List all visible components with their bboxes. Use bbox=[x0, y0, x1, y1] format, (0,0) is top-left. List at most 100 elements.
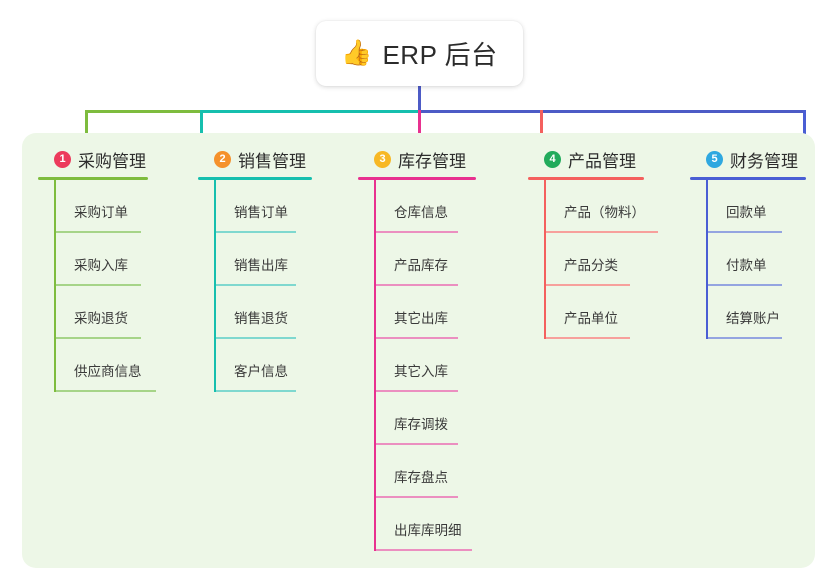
root-node[interactable]: 👍 ERP 后台 bbox=[316, 21, 523, 86]
column-header-purchase-management[interactable]: 1 采购管理 bbox=[38, 147, 198, 171]
list-item-rule bbox=[708, 284, 782, 286]
list-item[interactable]: 回款单 bbox=[690, 180, 839, 233]
list-item-rule bbox=[216, 390, 296, 392]
list-item[interactable]: 结算账户 bbox=[690, 286, 839, 339]
list-item-label: 其它出库 bbox=[394, 311, 448, 326]
list-item-rule bbox=[56, 284, 141, 286]
list-item-rule bbox=[546, 337, 630, 339]
list-item-rule bbox=[376, 549, 472, 551]
column-spine-inventory-management bbox=[374, 180, 376, 551]
column-items-finance-management: 回款单付款单结算账户 bbox=[690, 180, 839, 339]
list-item-label: 仓库信息 bbox=[394, 205, 448, 220]
connector-segment-inventory bbox=[418, 110, 543, 113]
list-item-rule bbox=[376, 231, 458, 233]
list-item[interactable]: 采购订单 bbox=[38, 180, 198, 233]
list-item[interactable]: 库存调拨 bbox=[358, 392, 528, 445]
connector-drop-inventory bbox=[418, 110, 421, 147]
column-spine-sales-management bbox=[214, 180, 216, 392]
column-sales-management: 2 销售管理销售订单销售出库销售退货客户信息 bbox=[198, 147, 358, 392]
list-item[interactable]: 其它出库 bbox=[358, 286, 528, 339]
column-rule-inventory-management bbox=[358, 177, 476, 180]
list-item-label: 库存盘点 bbox=[394, 470, 448, 485]
column-badge-4: 4 bbox=[544, 150, 561, 168]
connector-segment-purchase bbox=[85, 110, 203, 113]
column-items-inventory-management: 仓库信息产品库存其它出库其它入库库存调拨库存盘点出库库明细 bbox=[358, 180, 528, 551]
list-item[interactable]: 供应商信息 bbox=[38, 339, 198, 392]
list-item-label: 销售订单 bbox=[234, 205, 288, 220]
list-item-label: 产品分类 bbox=[564, 258, 618, 273]
diagram-panel bbox=[22, 133, 815, 568]
list-item[interactable]: 采购退货 bbox=[38, 286, 198, 339]
list-item-rule bbox=[708, 337, 782, 339]
list-item-rule bbox=[376, 496, 458, 498]
column-inventory-management: 3 库存管理仓库信息产品库存其它出库其它入库库存调拨库存盘点出库库明细 bbox=[358, 147, 528, 551]
list-item-label: 库存调拨 bbox=[394, 417, 448, 432]
list-item[interactable]: 销售退货 bbox=[198, 286, 358, 339]
thumbs-up-icon: 👍 bbox=[341, 39, 373, 67]
list-item-label: 回款单 bbox=[726, 205, 767, 220]
connector-drop-purchase bbox=[85, 110, 88, 147]
column-header-finance-management[interactable]: 5 财务管理 bbox=[690, 147, 839, 171]
column-product-management: 4 产品管理产品（物料） 产品分类产品单位 bbox=[528, 147, 688, 339]
list-item-label: 产品单位 bbox=[564, 311, 618, 326]
column-spine-finance-management bbox=[706, 180, 708, 339]
connector-segment-product bbox=[540, 110, 806, 113]
column-badge-5: 5 bbox=[706, 150, 723, 168]
column-header-inventory-management[interactable]: 3 库存管理 bbox=[358, 147, 528, 171]
list-item-label: 产品（物料） bbox=[564, 205, 645, 220]
list-item[interactable]: 产品单位 bbox=[528, 286, 688, 339]
column-header-sales-management[interactable]: 2 销售管理 bbox=[198, 147, 358, 171]
list-item[interactable]: 产品库存 bbox=[358, 233, 528, 286]
column-rule-purchase-management bbox=[38, 177, 148, 180]
column-rule-product-management bbox=[528, 177, 644, 180]
list-item[interactable]: 仓库信息 bbox=[358, 180, 528, 233]
list-item-rule bbox=[708, 231, 782, 233]
column-title-product-management: 产品管理 bbox=[568, 151, 636, 171]
list-item[interactable]: 产品（物料） bbox=[528, 180, 688, 233]
column-spine-purchase-management bbox=[54, 180, 56, 392]
column-badge-1: 1 bbox=[54, 150, 71, 168]
list-item[interactable]: 销售出库 bbox=[198, 233, 358, 286]
column-header-product-management[interactable]: 4 产品管理 bbox=[528, 147, 688, 171]
connector-trunk bbox=[418, 86, 421, 113]
column-rule-sales-management bbox=[198, 177, 312, 180]
list-item-rule bbox=[376, 390, 458, 392]
list-item-label: 产品库存 bbox=[394, 258, 448, 273]
list-item-label: 供应商信息 bbox=[74, 364, 142, 379]
list-item-rule bbox=[56, 231, 141, 233]
list-item-label: 结算账户 bbox=[726, 311, 780, 326]
list-item[interactable]: 出库库明细 bbox=[358, 498, 528, 551]
list-item-label: 采购入库 bbox=[74, 258, 128, 273]
column-title-finance-management: 财务管理 bbox=[730, 151, 798, 171]
list-item-label: 其它入库 bbox=[394, 364, 448, 379]
connector-segment-sales bbox=[200, 110, 421, 113]
list-item-rule bbox=[216, 337, 296, 339]
column-rule-finance-management bbox=[690, 177, 806, 180]
column-title-inventory-management: 库存管理 bbox=[398, 151, 466, 171]
column-finance-management: 5 财务管理回款单付款单结算账户 bbox=[690, 147, 839, 339]
column-badge-3: 3 bbox=[374, 150, 391, 168]
column-items-product-management: 产品（物料） 产品分类产品单位 bbox=[528, 180, 688, 339]
list-item-rule bbox=[376, 284, 458, 286]
list-item-label: 出库库明细 bbox=[394, 523, 462, 538]
list-item[interactable]: 采购入库 bbox=[38, 233, 198, 286]
list-item-label: 客户信息 bbox=[234, 364, 288, 379]
list-item[interactable]: 其它入库 bbox=[358, 339, 528, 392]
list-item[interactable]: 库存盘点 bbox=[358, 445, 528, 498]
list-item-rule bbox=[376, 443, 458, 445]
connector-drop-finance bbox=[803, 110, 806, 147]
list-item[interactable]: 产品分类 bbox=[528, 233, 688, 286]
list-item[interactable]: 客户信息 bbox=[198, 339, 358, 392]
list-item-rule bbox=[56, 337, 141, 339]
column-title-purchase-management: 采购管理 bbox=[78, 151, 146, 171]
list-item-rule bbox=[546, 231, 658, 233]
connector-drop-product bbox=[540, 110, 543, 147]
list-item[interactable]: 销售订单 bbox=[198, 180, 358, 233]
column-title-sales-management: 销售管理 bbox=[238, 151, 306, 171]
column-items-sales-management: 销售订单销售出库销售退货客户信息 bbox=[198, 180, 358, 392]
list-item-rule bbox=[376, 337, 458, 339]
list-item[interactable]: 付款单 bbox=[690, 233, 839, 286]
list-item-label: 付款单 bbox=[726, 258, 767, 273]
connector-drop-sales bbox=[200, 110, 203, 147]
column-badge-2: 2 bbox=[214, 150, 231, 168]
